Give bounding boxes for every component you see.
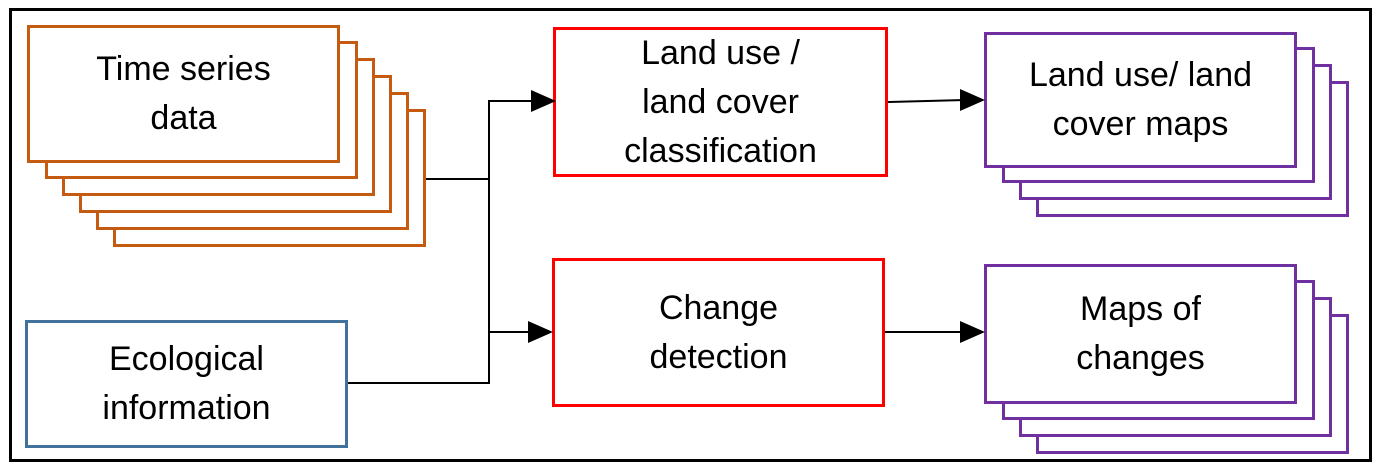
classification-label: Land use / land cover classification xyxy=(624,33,817,170)
diagram-frame xyxy=(9,8,1372,462)
change-detection-label: Change detection xyxy=(649,288,788,376)
time-series-data-label: Time series data xyxy=(96,50,271,137)
time-series-data-node: Time series data xyxy=(27,25,340,163)
change-detection-node: Change detection xyxy=(552,258,885,407)
ecological-information-node: Ecological information xyxy=(25,320,348,448)
classification-node: Land use / land cover classification xyxy=(553,27,888,177)
lulc-maps-node: Land use/ land cover maps xyxy=(984,32,1297,168)
lulc-maps-label: Land use/ land cover maps xyxy=(1028,56,1253,143)
change-maps-node: Maps of changes xyxy=(984,264,1297,404)
ecological-information-label: Ecological information xyxy=(102,340,271,427)
change-maps-label: Maps of changes xyxy=(1076,290,1205,377)
